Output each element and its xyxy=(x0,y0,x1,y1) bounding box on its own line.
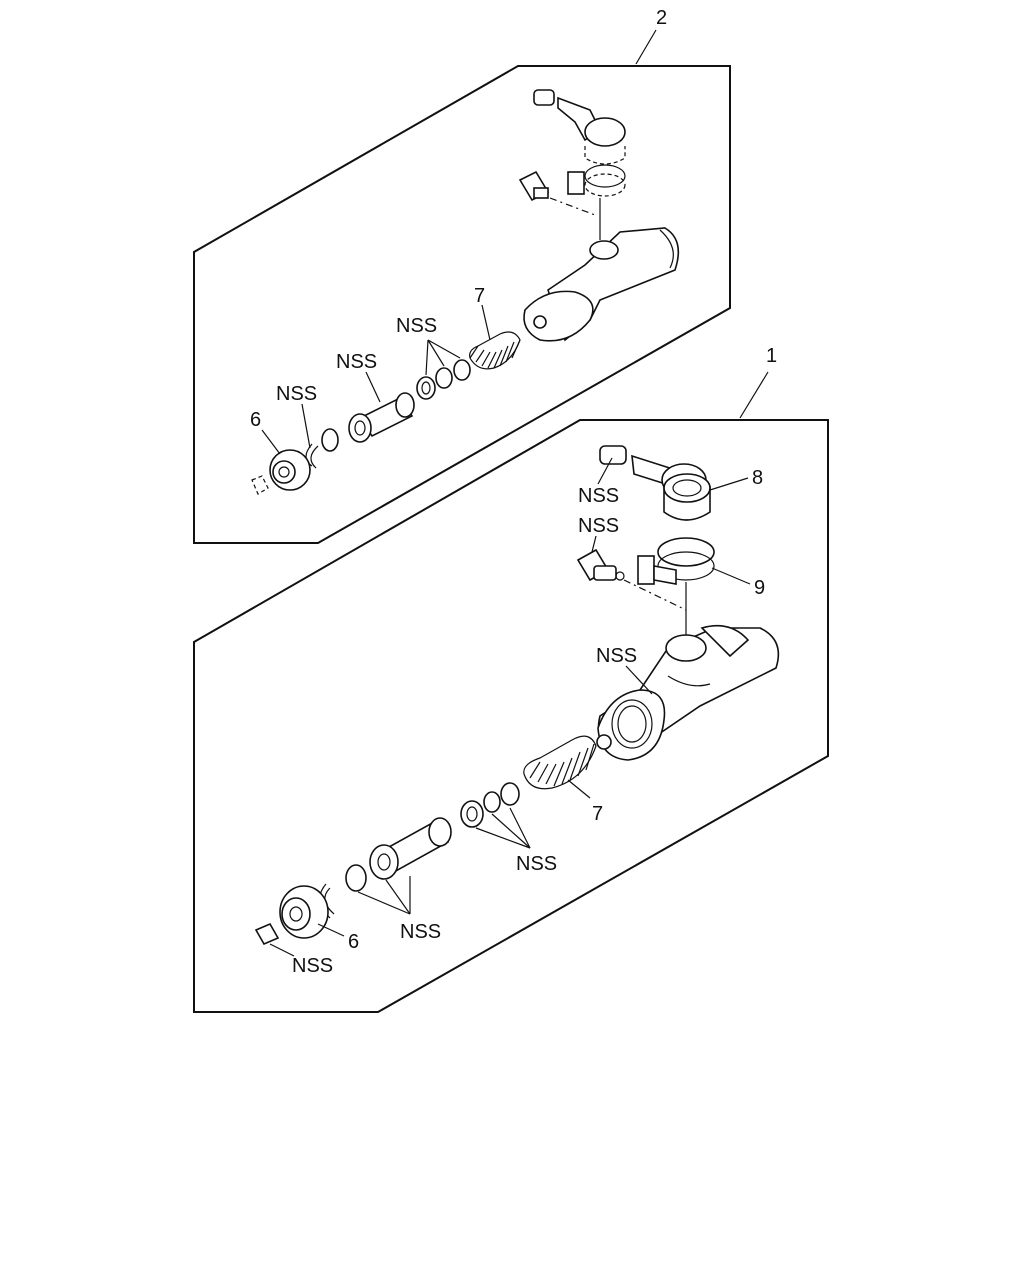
kit-1-number: 1 xyxy=(766,345,777,367)
label-6-top: 6 xyxy=(250,409,261,431)
label-nss-body-bottom: NSS xyxy=(596,645,637,667)
leader-7-bottom xyxy=(567,779,591,799)
piston-bottom xyxy=(345,817,452,892)
cup-seal-top xyxy=(321,428,339,452)
bleeder-screw-bottom xyxy=(576,548,687,636)
spring-bottom xyxy=(523,735,597,790)
clamp-top xyxy=(567,164,626,197)
seals-top xyxy=(416,359,471,400)
leader-nss-piston-bottom-b xyxy=(385,879,411,915)
kit-2-leader xyxy=(635,29,657,65)
clamp-bottom-part-9 xyxy=(637,537,715,585)
leader-8-bottom xyxy=(709,477,749,491)
label-nss-bleeder-bottom: NSS xyxy=(578,515,619,537)
leader-nss-seals-top-c xyxy=(427,339,461,359)
label-8-bottom: 8 xyxy=(752,467,763,489)
leader-nss-seals-bottom-a xyxy=(509,807,531,849)
leader-7-top xyxy=(481,304,491,341)
label-6-bottom: 6 xyxy=(348,931,359,953)
label-nss-piston-top: NSS xyxy=(336,351,377,373)
kit-1-frame xyxy=(193,419,829,1013)
label-nss-seals-bottom: NSS xyxy=(516,853,557,875)
kit-2-number: 2 xyxy=(656,7,667,29)
label-nss-rod-bottom: NSS xyxy=(292,955,333,977)
leader-6-bottom xyxy=(317,923,345,937)
label-9-bottom: 9 xyxy=(754,577,765,599)
spring-top xyxy=(469,331,521,370)
leader-nss-rod-bottom xyxy=(269,943,295,957)
label-nss-nipple-bottom: NSS xyxy=(578,485,619,507)
seals-bottom xyxy=(460,782,520,828)
label-nss-snap-top: NSS xyxy=(276,383,317,405)
leader-nss-bleeder-bottom xyxy=(591,535,597,553)
leader-nss-seals-top-b xyxy=(427,339,445,367)
leader-nss-seals-bottom-c xyxy=(475,827,531,849)
label-7-top: 7 xyxy=(474,285,485,307)
piston-top xyxy=(348,392,415,443)
kit-1-group: 1 xyxy=(193,345,829,1013)
kit-2-group: 2 xyxy=(193,7,731,544)
leader-9-bottom xyxy=(711,567,751,585)
cylinder-body-top xyxy=(523,227,680,342)
end-plug-top xyxy=(251,449,311,495)
end-plug-bottom xyxy=(254,885,329,946)
label-nss-piston-bottom: NSS xyxy=(400,921,441,943)
leader-nss-body-bottom xyxy=(625,665,653,695)
cylinder-body-bottom xyxy=(596,624,780,761)
hose-bottom-part-8 xyxy=(663,473,711,521)
leader-nss-snap-top xyxy=(301,403,311,449)
leader-nss-piston-bottom-c xyxy=(357,891,411,915)
kit-2-frame xyxy=(193,65,731,544)
leader-6-top xyxy=(261,429,281,455)
label-nss-seals-top: NSS xyxy=(396,315,437,337)
leader-nss-piston-top xyxy=(365,371,381,403)
leader-nss-nipple-bottom xyxy=(597,457,613,485)
hose-nipple-top xyxy=(533,89,626,165)
kit-1-leader xyxy=(739,371,769,419)
bleeder-screw-top xyxy=(518,170,601,240)
leader-nss-seals-top-a xyxy=(425,339,429,376)
label-7-bottom: 7 xyxy=(592,803,603,825)
leader-nss-seals-bottom-b xyxy=(491,813,531,849)
